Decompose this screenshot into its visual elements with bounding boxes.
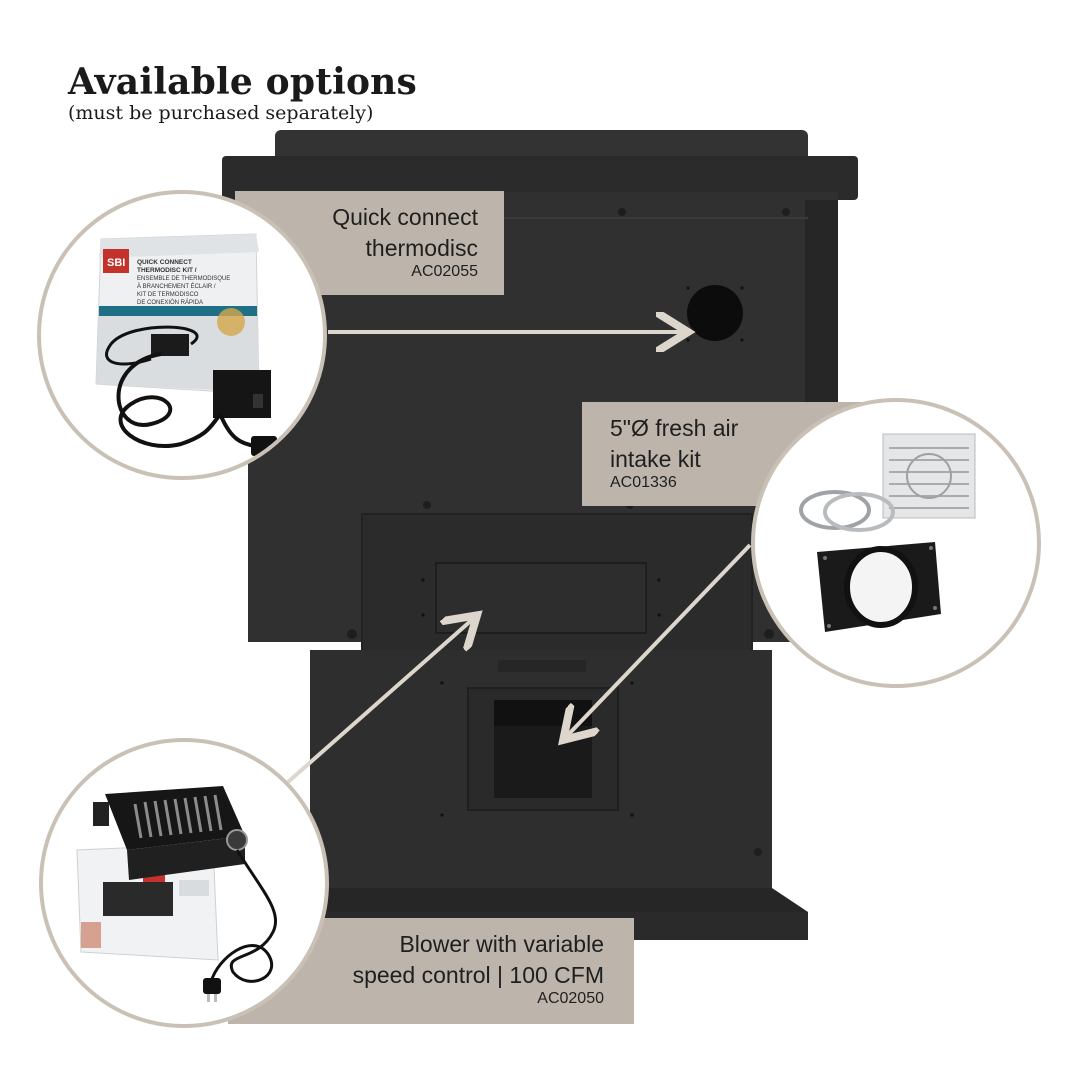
blower-product-circle	[39, 738, 329, 1028]
fresh-air-kit-icon	[799, 433, 976, 632]
thermodisc-port	[687, 285, 743, 341]
page-subtitle: (must be purchased separately)	[68, 102, 374, 124]
fresh-air-product-circle	[751, 398, 1041, 688]
blower-icon	[76, 786, 278, 1002]
svg-text:DE CONEXIÓN RÁPIDA: DE CONEXIÓN RÁPIDA	[137, 299, 203, 306]
blower-cover	[435, 562, 647, 634]
blower-code: AC02050	[537, 990, 604, 1007]
thermodisc-name-line2: thermodisc	[365, 235, 478, 261]
svg-text:QUICK CONNECT: QUICK CONNECT	[137, 259, 192, 266]
thermodisc-code: AC02055	[411, 263, 478, 280]
fresh-air-name-line1: 5"Ø fresh air	[610, 415, 739, 441]
svg-text:THERMODISC KIT /: THERMODISC KIT /	[137, 267, 197, 274]
thermodisc-name-line1: Quick connect	[332, 204, 478, 230]
svg-text:KIT DE TERMODISCO: KIT DE TERMODISCO	[137, 292, 199, 298]
header: Available options (must be purchased sep…	[68, 62, 417, 124]
thermodisc-kit-icon: SBI QUICK CONNECT THERMODISC KIT / ENSEM…	[95, 233, 287, 456]
stove-top-rim	[222, 156, 858, 200]
fresh-air-name-line2: intake kit	[610, 446, 701, 472]
svg-text:ENSEMBLE DE THERMODISQUE: ENSEMBLE DE THERMODISQUE	[137, 276, 230, 282]
svg-text:À BRANCHEMENT ÉCLAIR /: À BRANCHEMENT ÉCLAIR /	[137, 283, 216, 290]
box-logo: SBI	[107, 257, 125, 269]
page-title: Available options	[68, 61, 418, 103]
blower-name-line2: speed control | 100 CFM	[352, 962, 604, 988]
thermodisc-product-circle: SBI QUICK CONNECT THERMODISC KIT / ENSEM…	[37, 190, 327, 480]
fresh-air-code: AC01336	[610, 474, 677, 491]
blower-name-line1: Blower with variable	[399, 931, 604, 957]
